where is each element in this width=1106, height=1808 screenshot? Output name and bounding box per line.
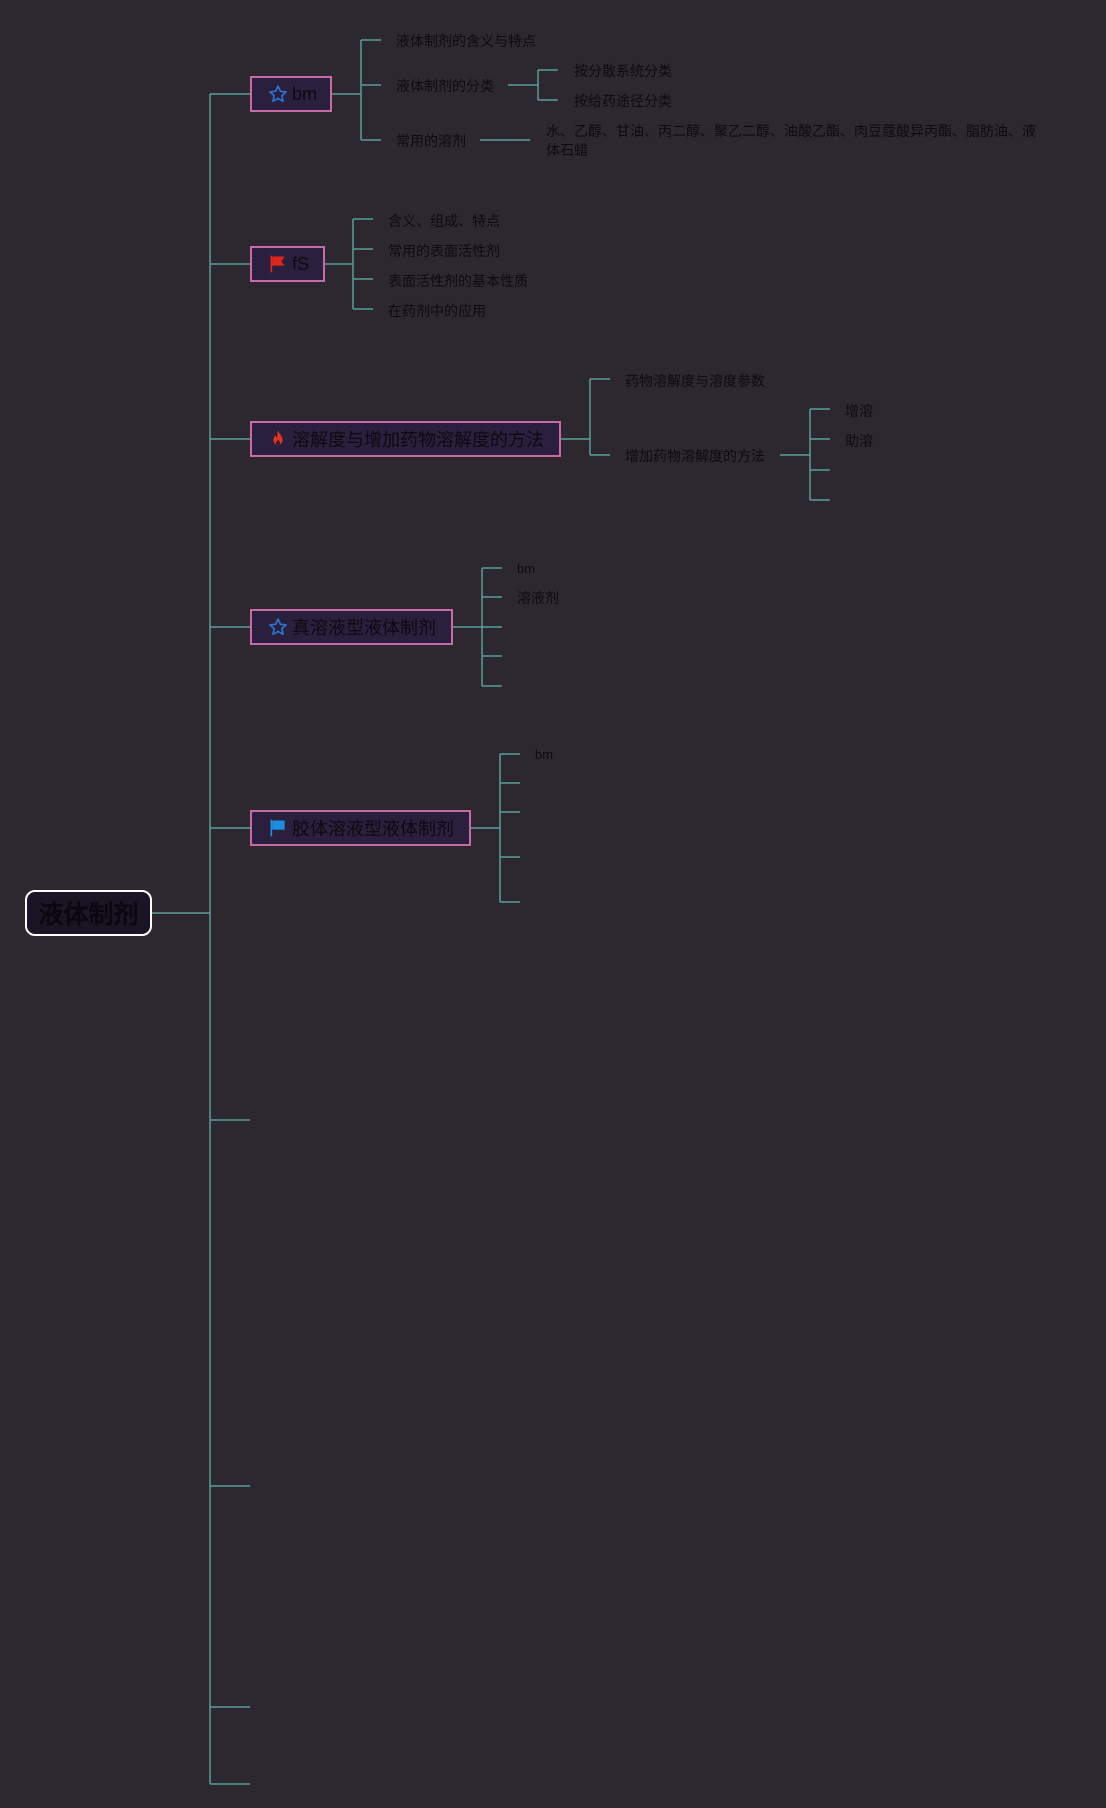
star-icon	[268, 617, 288, 637]
topic-true-solution[interactable]: 真溶液型液体制剂	[250, 609, 453, 645]
subtopic-by-route[interactable]: 按给药途径分类	[574, 93, 672, 109]
topic-bm[interactable]: bm	[250, 76, 332, 112]
topic-label: 真溶液型液体制剂	[292, 618, 436, 638]
subtopic-solubilization[interactable]: 增溶	[845, 403, 873, 419]
subtopic-surfactant-applications[interactable]: 在药剂中的应用	[388, 303, 486, 319]
red-flag-icon	[268, 254, 288, 274]
subtopic-solutions[interactable]: 溶液剂	[517, 590, 559, 606]
fire-icon	[268, 429, 288, 449]
subtopic-solvents[interactable]: 常用的溶剂	[396, 133, 466, 149]
star-icon	[268, 84, 288, 104]
subtopic-by-dispersion[interactable]: 按分散系统分类	[574, 63, 672, 79]
subtopic-classification[interactable]: 液体制剂的分类	[396, 78, 494, 94]
topic-fs[interactable]: fS	[250, 246, 325, 282]
subtopic-true-solution-bm[interactable]: bm	[517, 561, 536, 576]
subtopic-surfactant-properties[interactable]: 表面活性剂的基本性质	[388, 273, 528, 289]
subtopic-increase-solubility[interactable]: 增加药物溶解度的方法	[625, 448, 765, 464]
topic-label: bm	[292, 83, 318, 104]
subtopic-solvent-list[interactable]: 水、乙醇、甘油、丙二醇、聚乙二醇、油酸乙酯、肉豆蔻酸异丙酯、脂肪油、液体石蜡	[546, 123, 1036, 158]
topic-label: fS	[292, 253, 310, 274]
topic-solubility[interactable]: 溶解度与增加药物溶解度的方法	[250, 421, 561, 457]
subtopic-solubility-parameter[interactable]: 药物溶解度与溶度参数	[625, 373, 765, 389]
subtopic-hydrotropy[interactable]: 助溶	[845, 433, 873, 449]
root-node[interactable]: 液体制剂	[25, 890, 152, 936]
topic-colloid-solution[interactable]: 胶体溶液型液体制剂	[250, 810, 471, 846]
subtopic-colloid-bm[interactable]: bm	[535, 747, 554, 762]
root-label: 液体制剂	[38, 901, 139, 929]
subtopic-common-surfactants[interactable]: 常用的表面活性剂	[388, 243, 500, 259]
blue-flag-icon	[268, 818, 288, 838]
subtopic-definition[interactable]: 液体制剂的含义与特点	[396, 33, 536, 49]
topic-label: 胶体溶液型液体制剂	[292, 819, 454, 839]
subtopic-surfactant-definition[interactable]: 含义、组成、特点	[388, 213, 500, 229]
topic-label: 溶解度与增加药物溶解度的方法	[292, 430, 544, 450]
